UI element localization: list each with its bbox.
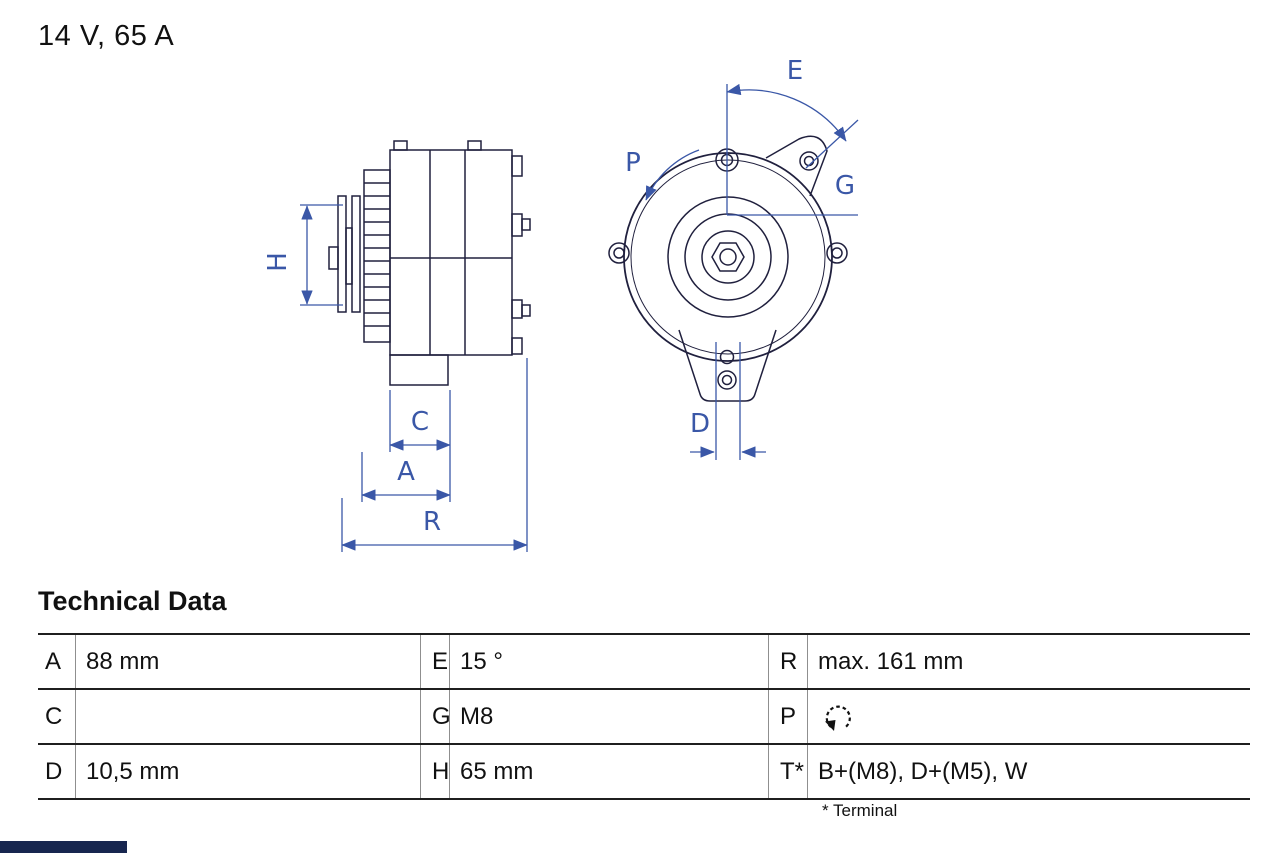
dim-label-h: H [263,252,293,272]
spec-label: H [420,745,450,798]
dimension-annotations [300,83,859,552]
pulley [328,195,361,313]
dimension-E [726,83,859,215]
alternator-side-view [328,140,531,386]
right-mounting-ear [826,242,848,264]
dimension-D [690,342,766,460]
dim-label-r: R [423,507,441,537]
bottom-mounting-foot [678,329,777,402]
spec-value: 88 mm [86,647,160,675]
dim-label-p: P [625,148,641,178]
spec-value: B+(M8), D+(M5), W [818,757,1028,785]
terminal-footnote: * Terminal [822,801,898,820]
spec-value: 10,5 mm [86,757,180,785]
dim-label-e: E [787,56,803,86]
spec-label: P [768,690,808,743]
spec-value: max. 161 mm [818,647,964,675]
upper-right-lug [765,135,828,197]
spec-label: R [768,635,808,688]
table-row: D 10,5 mm H 65 mm T* B+(M8), D+(M5), W [38,745,1250,800]
dim-label-c: C [411,407,429,437]
spec-label: D [38,745,76,798]
dimension-H [300,204,343,306]
page-corner-mark [0,841,127,853]
product-rating: 14 V, 65 A [38,20,175,52]
dimension-labels: H C A R E P G D [263,56,855,537]
shaft-nut [711,242,745,272]
spec-value [808,690,1250,743]
spec-label: C [38,690,76,743]
spec-value: M8 [460,702,494,730]
table-row: C G M8 P [38,690,1250,745]
spec-label: A [38,635,76,688]
dim-label-d: D [690,409,710,439]
rotation-direction-arrow [645,149,700,201]
spec-value: 15 ° [460,647,503,675]
alternator-technical-drawing: H C A R E P G D [263,56,859,552]
dim-label-g: G [835,171,855,201]
dimension-C [389,390,451,452]
dimension-A [361,452,451,502]
dimension-R [341,358,528,552]
mounting-foot-side [389,354,449,386]
spec-label: E [420,635,450,688]
spec-value: 65 mm [460,757,534,785]
fan [363,169,391,343]
spec-label: G [420,690,450,743]
ccw-rotation-icon [825,705,851,731]
left-mounting-ear [608,242,630,264]
technical-data-title: Technical Data [38,586,227,616]
technical-data-table: A 88 mm E 15 ° R max. 161 mm C G M8 P D … [38,633,1250,800]
housing [389,140,531,356]
spec-label: T* [768,745,808,798]
spec-value [76,690,420,743]
dim-label-a: A [397,457,415,487]
alternator-front-view [608,135,848,402]
table-row: A 88 mm E 15 ° R max. 161 mm [38,635,1250,690]
